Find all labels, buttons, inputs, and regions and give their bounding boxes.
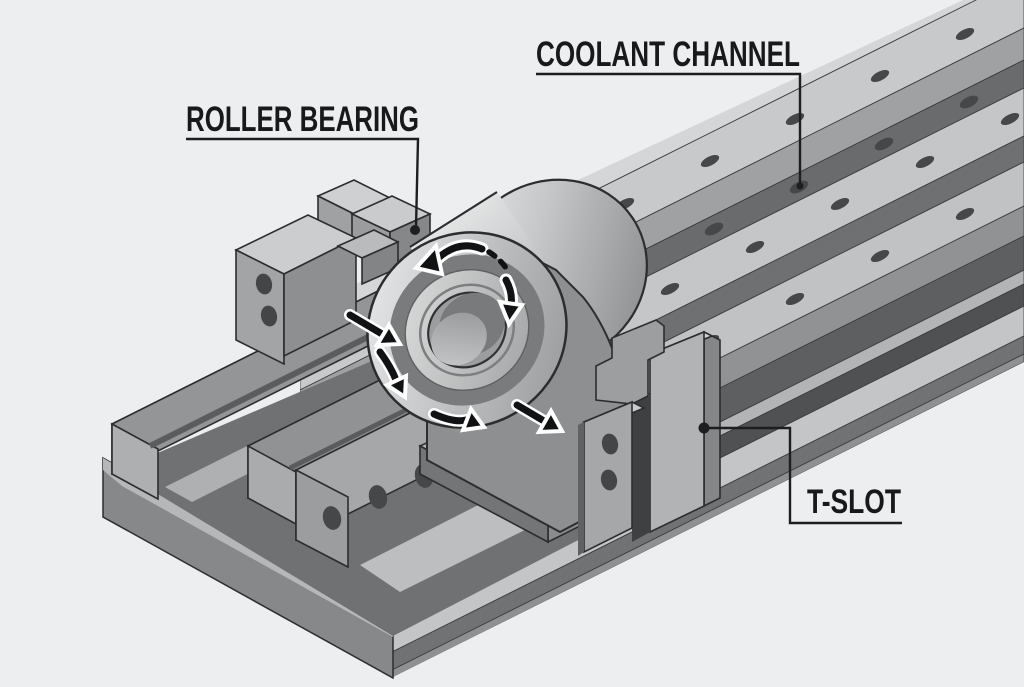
coolant-channel-label: COOLANT CHANNEL (536, 35, 800, 74)
annotation-t-slot: T-SLOT (698, 422, 902, 525)
annotation-roller-bearing: ROLLER BEARING (186, 100, 420, 235)
bracket-bolt-holes (600, 433, 619, 491)
load-arrows (344, 309, 566, 435)
bed-bottom-edge-face (300, 353, 1024, 677)
rotation-arc-dashed (486, 249, 512, 276)
load-arrow-4 (513, 401, 548, 425)
roller-bearing-label: ROLLER BEARING (186, 100, 419, 139)
rotation-arrows (412, 239, 526, 329)
rail1-t-slot-line (148, 318, 402, 449)
rail1-end-face (111, 422, 159, 501)
load-arrowhead-4 (535, 406, 566, 435)
annotation-coolant-channel: COOLANT CHANNEL (536, 35, 804, 190)
load-arrowhead-1 (373, 321, 404, 348)
rotation-arrowhead-left (412, 241, 445, 277)
rotation-arrowhead-right (496, 299, 526, 329)
load-arrow-1 (346, 311, 386, 338)
t-slot-dot (698, 422, 710, 434)
bracket-back-front (649, 330, 705, 534)
t-slot-leader (707, 426, 902, 525)
bore-highlight (431, 312, 487, 366)
t-slot-gap (632, 396, 650, 542)
t-slot-label: T-SLOT (807, 483, 901, 521)
bracket-back-side (703, 330, 721, 508)
rail3-end-face (295, 468, 349, 569)
load-arrow-3 (430, 410, 470, 425)
coolant-channel-leader (536, 72, 802, 184)
coolant-channel-dot (796, 182, 804, 190)
load-arrowhead-3 (459, 404, 488, 433)
left-clamp-bracket (234, 179, 432, 366)
roller-bearing-leader (186, 137, 420, 229)
load-arrow-2 (376, 348, 400, 384)
left-clamp-bolt-holes (255, 273, 278, 327)
t-slot-bracket (578, 319, 721, 556)
roller-bearing-dot (410, 225, 420, 235)
bearing-drum-top-edge (409, 191, 498, 248)
load-arrowhead-2 (382, 372, 409, 401)
left-clamp-front (235, 248, 285, 366)
bracket-front-edge (578, 422, 584, 556)
bracket-claw (595, 319, 665, 405)
